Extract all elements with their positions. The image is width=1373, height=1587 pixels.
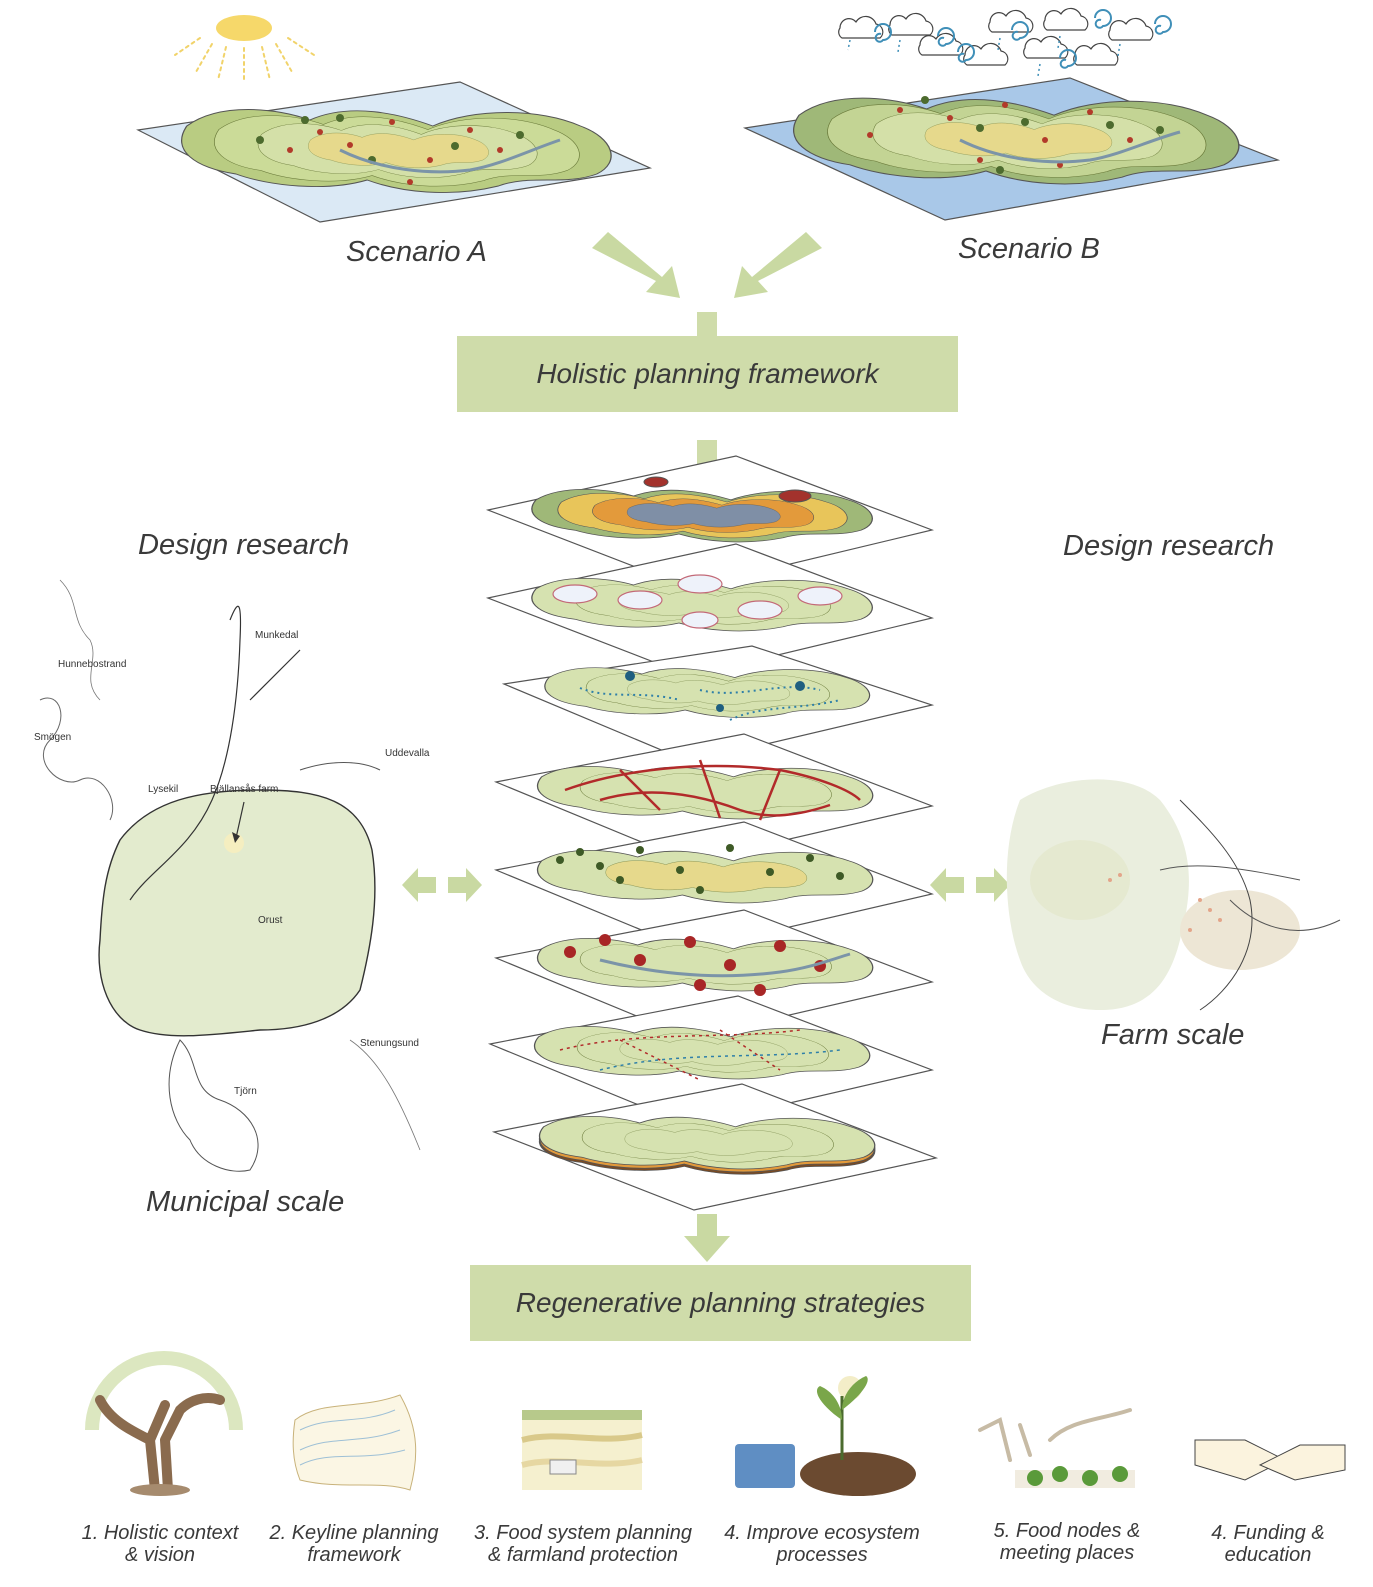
handshake-icon (1195, 1440, 1345, 1480)
strategy-line2: processes (716, 1544, 928, 1566)
place-munkedal: Munkedal (255, 630, 298, 641)
place-uddevalla: Uddevalla (385, 748, 429, 759)
strategy-keyline: 2. Keyline planning framework (262, 1522, 446, 1566)
strategy-line1: 3. Food system planning (465, 1522, 701, 1544)
right-double-arrow (930, 868, 1010, 902)
farmland-icon (522, 1410, 642, 1490)
scenario-b-map (745, 78, 1278, 220)
place-lysekil: Lysekil (148, 784, 178, 795)
contour-map-icon (293, 1395, 416, 1490)
strategy-line1: 2. Keyline planning (262, 1522, 446, 1544)
place-stenungsund: Stenungsund (360, 1038, 419, 1049)
strategy-food-system: 3. Food system planning & farmland prote… (465, 1522, 701, 1566)
scenario-a-map (138, 82, 650, 222)
place-smogen: Smögen (34, 732, 71, 743)
strategy-funding: 4. Funding & education (1188, 1522, 1348, 1566)
left-double-arrow (402, 868, 482, 902)
strategy-line2: meeting places (972, 1542, 1162, 1564)
seedling-icon (735, 1376, 916, 1496)
strategy-line2: & vision (70, 1544, 250, 1566)
strategy-ecosystem: 4. Improve ecosystem processes (716, 1522, 928, 1566)
layer-soil (494, 1084, 936, 1210)
strategy-line1: 4. Improve ecosystem (716, 1522, 928, 1544)
place-orust: Orust (258, 915, 282, 926)
converging-arrows (592, 232, 822, 298)
layer-stack (488, 456, 936, 1210)
farm-map (1007, 779, 1340, 1010)
regenerative-planning-strategies-box: Regenerative planning strategies (470, 1265, 971, 1341)
strategy-line2: framework (262, 1544, 446, 1566)
strategy-food-nodes: 5. Food nodes & meeting places (972, 1520, 1162, 1564)
scenario-a-label: Scenario A (346, 236, 487, 269)
design-research-right-label: Design research (1063, 530, 1274, 563)
people-garden-icon (980, 1410, 1135, 1488)
place-bjallansas-farm: Bjällansås farm (210, 784, 278, 795)
place-hunnebostrand: Hunnebostrand (58, 659, 126, 670)
farm-scale-label: Farm scale (1101, 1019, 1244, 1052)
place-tjorn: Tjörn (234, 1086, 257, 1097)
scenario-b-label: Scenario B (958, 233, 1100, 266)
municipal-scale-label: Municipal scale (146, 1186, 344, 1219)
strategy-line1: 1. Holistic context (70, 1522, 250, 1544)
tree-icon (92, 1358, 236, 1496)
strategy-line1: 4. Funding & (1188, 1522, 1348, 1544)
strategy-line2: & farmland protection (465, 1544, 701, 1566)
holistic-planning-framework-box: Holistic planning framework (457, 336, 958, 412)
strategy-line1: 5. Food nodes & (972, 1520, 1162, 1542)
storm-clouds-icon (839, 8, 1153, 65)
sun-icon (175, 15, 314, 82)
design-research-left-label: Design research (138, 529, 349, 562)
strategy-line2: education (1188, 1544, 1348, 1566)
down-arrow (684, 1214, 730, 1262)
strategy-holistic-context: 1. Holistic context & vision (70, 1522, 250, 1566)
